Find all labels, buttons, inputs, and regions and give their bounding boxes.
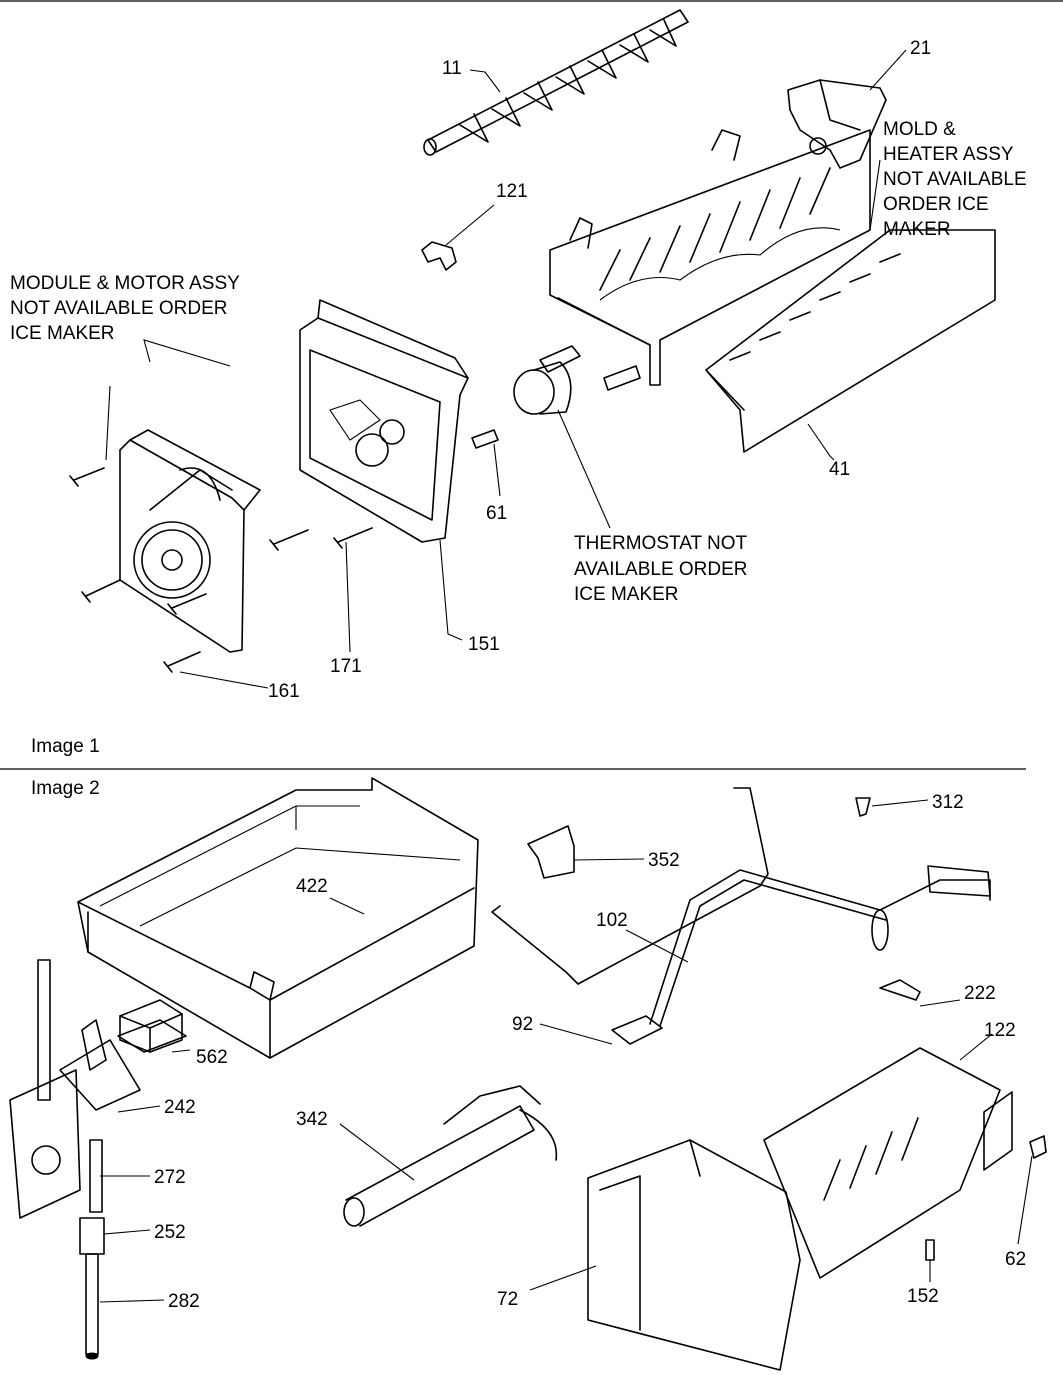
wire-arm-part (491, 787, 769, 985)
callout-72: 72 (497, 1289, 518, 1310)
thermostat-note-line2: AVAILABLE ORDER (574, 559, 748, 580)
mold-heater-note-line2: HEATER ASSY (883, 144, 1014, 165)
stripper-part (705, 229, 996, 453)
water-valve-assembly-part (9, 959, 187, 1360)
callout-41: 41 (829, 459, 850, 480)
callout-222: 222 (964, 983, 996, 1004)
callout-242: 242 (164, 1097, 196, 1118)
callout-422: 422 (296, 876, 328, 897)
callout-342: 342 (296, 1109, 328, 1130)
thermostat-note-line3: ICE MAKER (574, 584, 679, 605)
mold-heater-note: MOLD & HEATER ASSY NOT AVAILABLE ORDER I… (883, 119, 1027, 240)
connector-562-part (119, 999, 183, 1053)
callout-562: 562 (196, 1047, 228, 1068)
callout-312: 312 (932, 792, 964, 813)
small-part-62 (1029, 1135, 1047, 1159)
callout-121: 121 (496, 181, 528, 202)
callout-161: 161 (268, 681, 300, 702)
callout-102: 102 (596, 910, 628, 931)
image1-caption: Image 1 (31, 736, 100, 757)
callout-352: 352 (648, 850, 680, 871)
callout-92: 92 (512, 1014, 533, 1035)
wire-harness-part (611, 865, 991, 1045)
screws-group (69, 467, 373, 673)
thermostat-note-line1: THERMOSTAT NOT (574, 533, 748, 554)
callout-61: 61 (486, 503, 507, 524)
screw-312-part (855, 797, 871, 817)
mold-heater-note-line3: NOT AVAILABLE (883, 169, 1027, 190)
callout-282: 282 (168, 1291, 200, 1312)
fill-tube-part (343, 1085, 558, 1227)
front-cover-part (587, 1139, 801, 1371)
image2-leader-lines (99, 799, 1033, 1303)
module-motor-note-line1: MODULE & MOTOR ASSY (10, 273, 240, 294)
clip-222-part (879, 979, 921, 1001)
module-motor-note: MODULE & MOTOR ASSY NOT AVAILABLE ORDER … (10, 273, 240, 344)
image1-leader-lines (105, 49, 907, 689)
callout-252: 252 (154, 1222, 186, 1243)
callout-11: 11 (442, 58, 462, 79)
mold-heater-note-line1: MOLD & (883, 119, 956, 140)
mold-122-part (763, 1047, 1013, 1279)
callout-152: 152 (907, 1286, 939, 1307)
callout-21: 21 (910, 38, 931, 59)
image2-caption: Image 2 (31, 778, 100, 799)
callout-122: 122 (984, 1020, 1016, 1041)
thermostat-note: THERMOSTAT NOT AVAILABLE ORDER ICE MAKER (574, 533, 748, 605)
ice-bin-part (77, 777, 479, 1059)
clip-352-part (527, 825, 575, 879)
callout-272: 272 (154, 1167, 186, 1188)
module-motor-note-line2: NOT AVAILABLE ORDER (10, 298, 228, 319)
housing-part (299, 299, 469, 543)
module-motor-note-line3: ICE MAKER (10, 323, 115, 344)
module-motor-assembly-part (119, 429, 261, 653)
thermostat-part (471, 345, 641, 449)
clip-part (421, 241, 457, 271)
ejector-shaft-part (423, 9, 689, 156)
mold-heater-note-line4: ORDER ICE (883, 194, 989, 215)
callout-171: 171 (330, 656, 362, 677)
callout-151: 151 (468, 634, 500, 655)
mold-heater-assembly-part (549, 129, 871, 386)
mold-heater-note-line5: MAKER (883, 219, 951, 240)
screw-152-part (925, 1239, 935, 1261)
callout-62: 62 (1005, 1249, 1026, 1270)
